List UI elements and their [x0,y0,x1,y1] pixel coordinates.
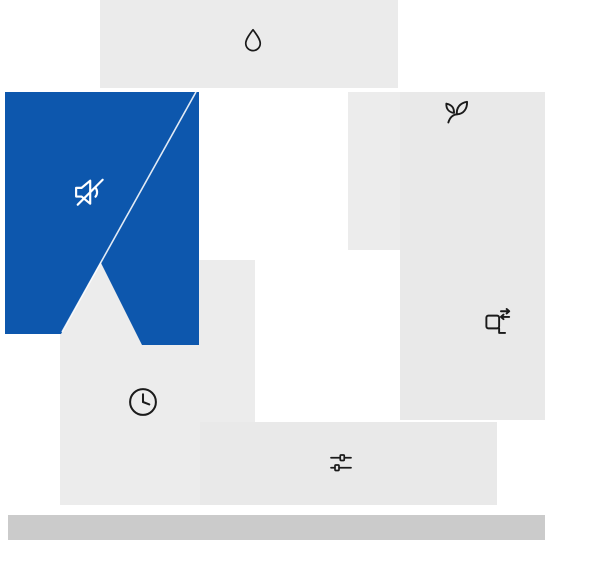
water-drop-icon [244,28,262,52]
ribbon-fold-line [61,92,197,333]
plug-sync-icon [485,308,511,334]
speaker-mute-icon [75,178,104,206]
bottom-bar [8,515,545,540]
tile-top [100,0,398,88]
ribbon-shape [5,92,199,345]
clock-icon [129,388,157,416]
sliders-icon [330,454,352,472]
leaf-icon [445,100,469,124]
tile-bottom-middle [200,422,497,505]
tile-right-tall [400,92,545,420]
accent-ribbon [5,92,199,345]
